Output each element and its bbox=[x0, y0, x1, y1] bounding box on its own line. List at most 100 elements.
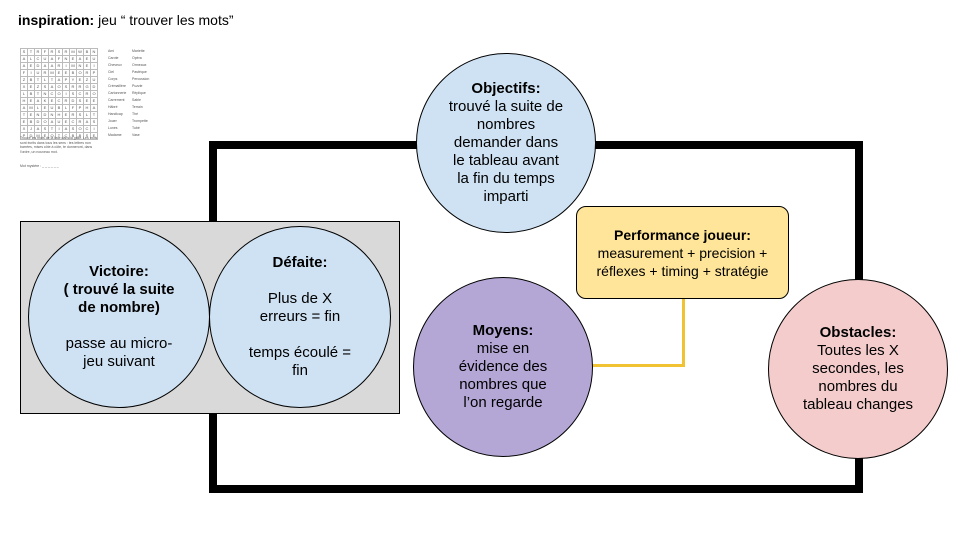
grid-cell: E bbox=[42, 133, 49, 140]
grid-cell: R bbox=[63, 49, 70, 56]
performance-body: measurement + precision + réflexes + tim… bbox=[596, 244, 769, 279]
grid-cell: S bbox=[56, 49, 63, 56]
grid-cell: B bbox=[84, 49, 91, 56]
grid-cell: A bbox=[49, 84, 56, 91]
grid-cell: I bbox=[91, 126, 98, 133]
grid-cell: S bbox=[84, 133, 91, 140]
grid-cell: C bbox=[35, 56, 42, 63]
grid-cell: E bbox=[77, 77, 84, 84]
moyens-circle: Moyens: mise en évidence des nombres que… bbox=[413, 277, 593, 457]
grid-cell: E bbox=[91, 98, 98, 105]
grid-cell: C bbox=[63, 133, 70, 140]
grid-cell: A bbox=[91, 105, 98, 112]
word-list-item: Percussion bbox=[132, 77, 150, 81]
grid-cell: F bbox=[56, 56, 63, 63]
grid-cell: E bbox=[84, 98, 91, 105]
grid-cell: N bbox=[63, 56, 70, 63]
grid-cell: E bbox=[28, 84, 35, 91]
grid-cell: I bbox=[28, 70, 35, 77]
grid-cell: D bbox=[28, 133, 35, 140]
connector-vertical bbox=[682, 299, 685, 366]
grid-cell: A bbox=[35, 126, 42, 133]
grid-cell: I bbox=[63, 63, 70, 70]
grid-cell: P bbox=[91, 70, 98, 77]
grid-cell: E bbox=[42, 105, 49, 112]
obstacles-circle: Obstacles: Toutes les X secondes, les no… bbox=[768, 279, 948, 459]
grid-cell: E bbox=[56, 70, 63, 77]
grid-cell: E bbox=[49, 98, 56, 105]
grid-cell: P bbox=[63, 77, 70, 84]
grid-cell: B bbox=[56, 105, 63, 112]
grid-cell: E bbox=[84, 63, 91, 70]
word-list-item: Jouer bbox=[108, 119, 117, 123]
victoire-body: passe au micro-jeu suivant bbox=[65, 335, 173, 370]
grid-cell: P bbox=[77, 105, 84, 112]
word-list-item: Réplique bbox=[132, 91, 146, 95]
grid-cell: X bbox=[21, 126, 28, 133]
grid-cell: B bbox=[70, 70, 77, 77]
performance-box: Performance joueur: measurement + precis… bbox=[576, 206, 789, 299]
grid-cell: N bbox=[49, 112, 56, 119]
word-list-item: Ami bbox=[108, 49, 115, 53]
grid-cell: D bbox=[91, 84, 98, 91]
grid-cell: L bbox=[63, 105, 70, 112]
grid-cell: P bbox=[21, 133, 28, 140]
grid-cell: R bbox=[42, 70, 49, 77]
grid-cell: R bbox=[63, 98, 70, 105]
grid-cell: O bbox=[49, 133, 56, 140]
victoire-circle: Victoire: ( trouvé la suite de nombre) p… bbox=[28, 226, 210, 408]
grid-cell: E bbox=[63, 70, 70, 77]
grid-cell: T bbox=[91, 112, 98, 119]
grid-cell: R bbox=[35, 49, 42, 56]
grid-cell: U bbox=[56, 119, 63, 126]
grid-cell: B bbox=[28, 91, 35, 98]
grid-cell: A bbox=[21, 63, 28, 70]
grid-cell: F bbox=[42, 49, 49, 56]
grid-cell: Z bbox=[35, 84, 42, 91]
grid-cell: S bbox=[70, 91, 77, 98]
grid-cell: R bbox=[84, 91, 91, 98]
grid-cell: L bbox=[28, 56, 35, 63]
grid-cell: S bbox=[63, 84, 70, 91]
objectifs-title: Objectifs: bbox=[471, 80, 541, 97]
grid-cell: T bbox=[49, 126, 56, 133]
word-list-item: Thé bbox=[132, 112, 139, 116]
grid-cell: M bbox=[70, 49, 77, 56]
word-list-item: Puzzle bbox=[132, 84, 143, 88]
grid-cell: T bbox=[49, 77, 56, 84]
word-list-item: Ormeaux bbox=[132, 63, 147, 67]
grid-cell: I bbox=[56, 126, 63, 133]
grid-cell: E bbox=[70, 56, 77, 63]
grid-cell: I bbox=[63, 91, 70, 98]
victoire-title: Victoire: bbox=[89, 263, 149, 280]
grid-cell: D bbox=[35, 119, 42, 126]
word-list-item: Corps bbox=[108, 77, 118, 81]
word-list-item: Carrement bbox=[108, 98, 125, 102]
grid-cell: T bbox=[35, 77, 42, 84]
grid-cell: F bbox=[21, 70, 28, 77]
word-list-item: Terrain bbox=[132, 105, 143, 109]
grid-cell: B bbox=[28, 77, 35, 84]
grid-cell: S bbox=[21, 49, 28, 56]
connector-horizontal bbox=[592, 364, 685, 367]
word-list-item: Cheveux bbox=[108, 63, 122, 67]
grid-cell: A bbox=[49, 119, 56, 126]
grid-cell: E bbox=[84, 56, 91, 63]
grid-cell: E bbox=[28, 63, 35, 70]
grid-cell: T bbox=[56, 133, 63, 140]
grid-cell: R bbox=[77, 119, 84, 126]
word-list-item: Pastèque bbox=[132, 70, 147, 74]
grid-cell: C bbox=[70, 119, 77, 126]
word-list-item: Crémaillère bbox=[108, 84, 126, 88]
grid-cell: M bbox=[28, 105, 35, 112]
grid-cell: G bbox=[84, 84, 91, 91]
worksheet-mystery-word: Mot mystère : _ _ _ _ _ _ bbox=[20, 164, 59, 168]
grid-cell: S bbox=[91, 119, 98, 126]
grid-cell: A bbox=[49, 63, 56, 70]
grid-cell: U bbox=[91, 56, 98, 63]
grid-cell: M bbox=[49, 70, 56, 77]
grid-cell: R bbox=[70, 112, 77, 119]
grid-cell: E bbox=[28, 112, 35, 119]
grid-cell: Y bbox=[70, 77, 77, 84]
